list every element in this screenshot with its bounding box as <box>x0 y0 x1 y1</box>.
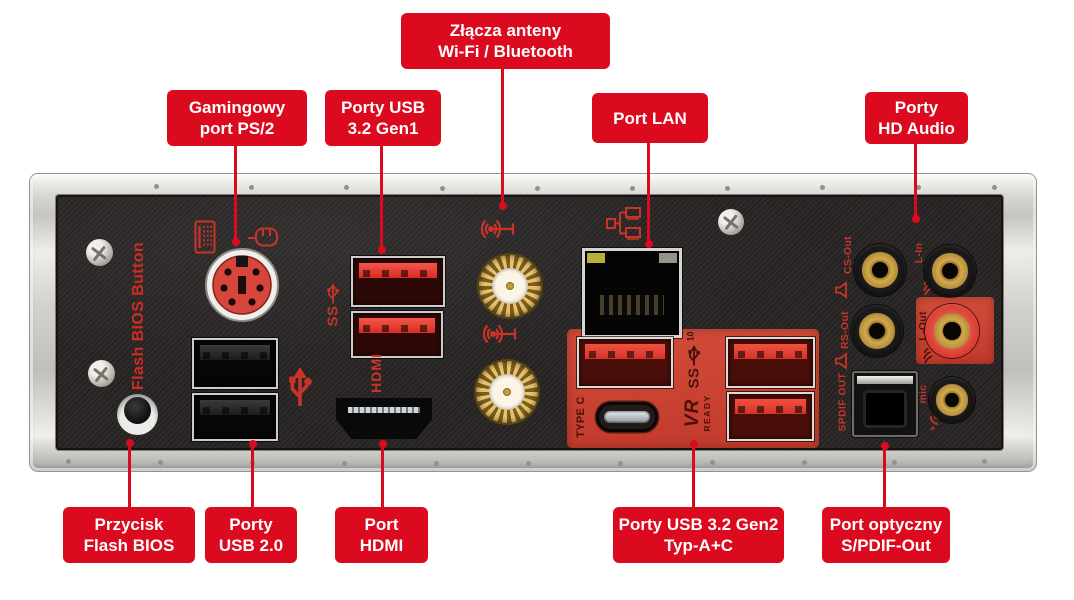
callout-line: Port <box>364 515 399 534</box>
cs-out-label: CS-Out <box>842 236 854 274</box>
usb3-gen2-typec-port <box>596 402 658 432</box>
callout-line: Złącza anteny <box>449 21 562 40</box>
callout-hdmi: Port HDMI <box>335 507 428 563</box>
leader-flash-bios <box>128 443 131 507</box>
usb3-gen2-typea-port-3 <box>727 392 814 441</box>
leader-usb-gen1 <box>380 146 383 250</box>
leader-hdmi <box>381 444 384 507</box>
callout-line: HDMI <box>359 536 404 555</box>
usb3-gen1-port-1 <box>351 256 445 307</box>
callout-line: Porty <box>894 98 939 117</box>
callout-line: Porty USB <box>340 98 426 117</box>
leader-ps2 <box>234 146 237 242</box>
mouse-icon <box>247 226 279 249</box>
callout-line: Przycisk <box>94 515 164 534</box>
spdif-optical-port <box>852 371 918 437</box>
callout-line: Gamingowy <box>188 98 286 117</box>
leader-usb-gen2 <box>692 444 695 507</box>
callout-usb-gen2: Porty USB 3.2 Gen2 Typ-A+C <box>613 507 784 563</box>
flash-bios-silkscreen: Flash BIOS Button <box>130 241 147 391</box>
callout-line: Porty USB 3.2 Gen2 <box>618 515 779 534</box>
speaker-icon <box>834 352 852 370</box>
callout-lan: Port LAN <box>592 93 708 143</box>
wifi-antenna-connector-2 <box>476 361 538 423</box>
callout-line: HD Audio <box>878 119 955 138</box>
wifi-antenna-icon <box>478 213 518 245</box>
flash-bios-button <box>117 394 158 435</box>
wifi-antenna-connector-1 <box>479 255 541 317</box>
callout-flash-bios: Przycisk Flash BIOS <box>63 507 195 563</box>
cs-out-jack <box>854 244 906 296</box>
lan-led-yellow <box>587 253 605 263</box>
callout-wifi-antenna: Złącza anteny Wi-Fi / Bluetooth <box>401 13 610 69</box>
vr-ready-badge: VR READY <box>681 394 712 432</box>
lan-pins <box>600 294 664 315</box>
screw <box>88 360 115 387</box>
l-in-label: L-In <box>913 242 925 264</box>
ready-label: READY <box>701 394 712 432</box>
leader-spdif <box>883 446 886 507</box>
usb3-gen2-icon: SS 10 <box>685 331 703 389</box>
callout-line: Port LAN <box>613 108 687 128</box>
l-in-jack <box>924 245 976 297</box>
lan-port <box>582 248 682 338</box>
callout-line: Flash BIOS <box>83 536 175 555</box>
lan-led-grey <box>659 253 677 263</box>
vr-label: VR <box>681 398 703 428</box>
leader-usb20 <box>251 444 254 507</box>
rs-out-label: RS-Out <box>839 311 851 349</box>
usb3-gen1-port-2 <box>351 311 443 358</box>
callout-line: Typ-A+C <box>663 536 734 555</box>
usb3-gen2-typea-port-1 <box>577 337 673 388</box>
ss-label: SS <box>685 367 703 389</box>
usb3-gen1-icon: SS <box>324 281 342 327</box>
l-out-jack <box>925 304 979 358</box>
bracket-dimples-top <box>154 184 159 189</box>
mic-label: mic <box>917 384 929 404</box>
rs-out-jack <box>851 305 903 357</box>
screw <box>86 239 113 266</box>
screw <box>718 209 744 235</box>
callout-line: Porty <box>229 515 273 534</box>
speaker-icon <box>834 281 852 299</box>
callout-usb20: Porty USB 2.0 <box>205 507 297 563</box>
usb-icon <box>272 368 316 412</box>
callout-line: Wi-Fi / Bluetooth <box>438 42 573 61</box>
keyboard-icon <box>194 220 216 254</box>
callout-line: 3.2 Gen1 <box>347 119 419 138</box>
callout-usb-gen1: Porty USB 3.2 Gen1 <box>325 90 441 146</box>
leader-lan <box>647 143 650 244</box>
usb3-gen2-typea-port-2 <box>726 337 815 388</box>
callout-ps2: Gamingowy port PS/2 <box>167 90 307 146</box>
ss10-label: 10 <box>685 331 695 342</box>
hdmi-pins <box>348 407 420 413</box>
mic-jack <box>929 377 975 423</box>
callout-hd-audio: Porty HD Audio <box>865 92 968 144</box>
ps2-port <box>203 247 281 328</box>
callout-line: USB 2.0 <box>218 536 284 555</box>
hdmi-silkscreen: HDMI <box>368 353 384 393</box>
callout-line: port PS/2 <box>199 119 275 138</box>
ss-label: SS <box>324 305 342 327</box>
lan-icon <box>604 205 644 243</box>
callout-spdif: Port optyczny S/PDIF-Out <box>822 507 950 563</box>
type-c-silkscreen: TYPE C <box>575 396 587 438</box>
spdif-out-label: SPDIF OUT <box>837 372 849 432</box>
hdmi-port <box>336 398 432 439</box>
callout-line: Port optyczny <box>829 515 943 534</box>
callout-line: S/PDIF-Out <box>841 536 931 555</box>
bracket-dimples-bottom <box>66 459 71 464</box>
usb2-port-1 <box>192 338 278 389</box>
leader-hd-audio <box>914 144 917 219</box>
usb2-port-2 <box>192 393 278 441</box>
wifi-antenna-icon <box>480 318 520 350</box>
leader-wifi <box>501 69 504 206</box>
